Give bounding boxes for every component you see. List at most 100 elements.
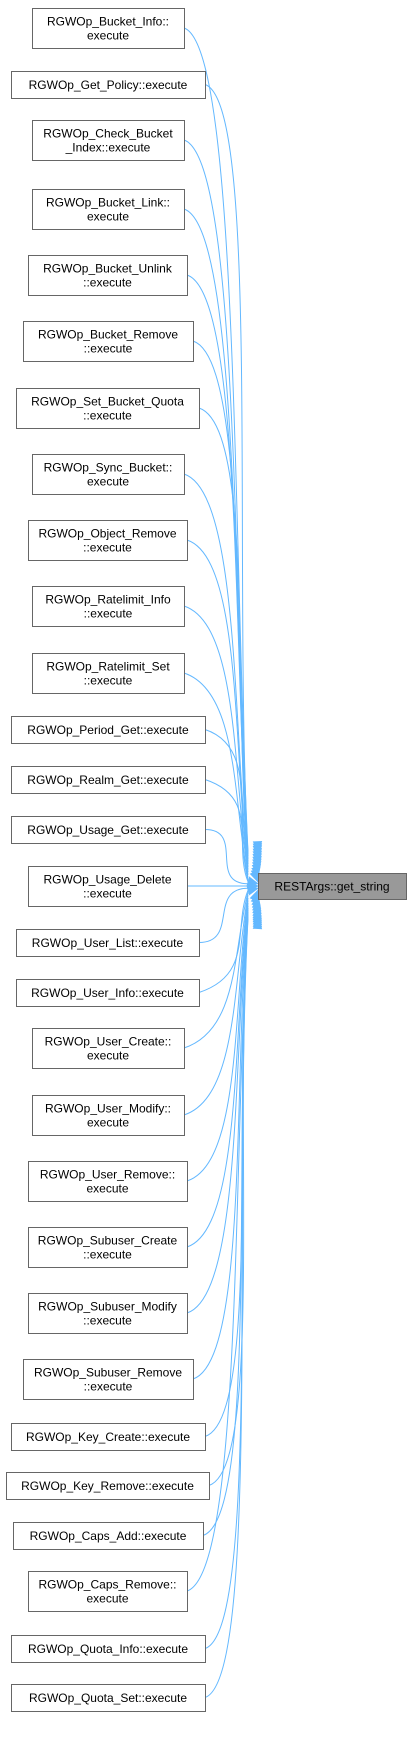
edge-set-bucket-quota	[198, 407, 262, 869]
node-subuser-create[interactable]: RGWOp_Subuser_Create::execute	[28, 1227, 188, 1268]
node-sync-bucket[interactable]: RGWOp_Sync_Bucket::execute	[32, 454, 185, 495]
node-object-remove-box	[28, 520, 188, 561]
node-usage-delete-label-line-2: ::execute	[83, 887, 132, 901]
edge-usage-get-line	[204, 829, 249, 885]
node-check-bucket-index[interactable]: RGWOp_Check_Bucket_Index::execute	[32, 120, 185, 161]
node-user-modify-box	[32, 1095, 185, 1136]
node-user-create-label-line-2: execute	[87, 1049, 129, 1063]
node-usage-get-label-line-1: RGWOp_Usage_Get::execute	[27, 823, 189, 837]
node-ratelimit-set[interactable]: RGWOp_Ratelimit_Set::execute	[32, 653, 185, 694]
node-ratelimit-set-box	[32, 653, 185, 694]
edge-caps-remove-line	[186, 914, 249, 1592]
node-usage-delete-box	[28, 866, 188, 907]
edge-realm-get-line	[204, 779, 249, 882]
node-quota-info-box	[11, 1635, 206, 1663]
node-user-info[interactable]: RGWOp_User_Info::execute	[16, 979, 200, 1007]
node-bucket-info-box	[32, 8, 185, 49]
node-bucket-remove-label-line-1: RGWOp_Bucket_Remove	[38, 328, 178, 342]
edge-period-get-line	[204, 729, 249, 880]
edge-subuser-remove	[192, 904, 262, 1380]
node-bucket-link-box	[32, 189, 185, 230]
node-caps-remove-box	[28, 1571, 188, 1612]
node-key-remove-label-line-1: RGWOp_Key_Remove::execute	[21, 1479, 194, 1493]
edge-period-get	[204, 729, 260, 882]
node-set-bucket-quota-label-line-1: RGWOp_Set_Bucket_Quota	[31, 395, 184, 409]
node-bucket-remove[interactable]: RGWOp_Bucket_Remove::execute	[23, 321, 194, 362]
node-user-remove-box	[28, 1161, 188, 1202]
edge-key-create	[204, 906, 262, 1437]
node-period-get[interactable]: RGWOp_Period_Get::execute	[11, 716, 206, 744]
node-ratelimit-info-label-line-2: ::execute	[84, 607, 133, 621]
node-key-remove[interactable]: RGWOp_Key_Remove::execute	[6, 1472, 210, 1500]
edge-realm-get	[204, 779, 259, 883]
node-subuser-modify-label-line-2: ::execute	[83, 1314, 132, 1328]
node-get-policy[interactable]: RGWOp_Get_Policy::execute	[11, 71, 206, 99]
edge-user-modify-line	[183, 895, 249, 1116]
node-set-bucket-quota-label-line-2: ::execute	[83, 409, 132, 423]
node-realm-get-box	[11, 766, 206, 794]
node-bucket-unlink-label-line-1: RGWOp_Bucket_Unlink	[43, 262, 173, 276]
node-usage-get[interactable]: RGWOp_Usage_Get::execute	[11, 816, 206, 844]
node-subuser-remove[interactable]: RGWOp_Subuser_Remove::execute	[23, 1359, 194, 1400]
node-sync-bucket-box	[32, 454, 185, 495]
node-get-policy-label-line-1: RGWOp_Get_Policy::execute	[29, 78, 188, 92]
node-key-remove-box	[6, 1472, 210, 1500]
node-target-rest-args-get-string-box	[258, 873, 407, 900]
node-quota-set[interactable]: RGWOp_Quota_Set::execute	[11, 1684, 206, 1712]
node-user-list[interactable]: RGWOp_User_List::execute	[16, 929, 200, 957]
node-bucket-link-label-line-2: execute	[87, 210, 129, 224]
node-quota-info[interactable]: RGWOp_Quota_Info::execute	[11, 1635, 206, 1663]
node-check-bucket-index-box	[32, 120, 185, 161]
node-user-remove[interactable]: RGWOp_User_Remove::execute	[28, 1161, 188, 1202]
node-user-create-label-line-1: RGWOp_User_Create::	[45, 1035, 172, 1049]
edge-object-remove-line	[186, 539, 249, 873]
node-bucket-info[interactable]: RGWOp_Bucket_Info::execute	[32, 8, 185, 49]
node-quota-set-label-line-1: RGWOp_Quota_Set::execute	[29, 1691, 187, 1705]
node-user-create[interactable]: RGWOp_User_Create::execute	[32, 1028, 185, 1069]
node-bucket-info-label-line-1: RGWOp_Bucket_Info::	[47, 15, 169, 29]
nodes-layer: RGWOp_Bucket_Info::executeRGWOp_Get_Poli…	[6, 8, 407, 1712]
node-subuser-modify[interactable]: RGWOp_Subuser_Modify::execute	[28, 1293, 188, 1334]
node-ratelimit-info[interactable]: RGWOp_Ratelimit_Info::execute	[32, 586, 185, 627]
node-bucket-link[interactable]: RGWOp_Bucket_Link::execute	[32, 189, 185, 230]
node-caps-add[interactable]: RGWOp_Caps_Add::execute	[13, 1522, 204, 1550]
edge-user-info-line	[198, 890, 249, 993]
node-usage-delete[interactable]: RGWOp_Usage_Delete::execute	[28, 866, 188, 907]
node-realm-get[interactable]: RGWOp_Realm_Get::execute	[11, 766, 206, 794]
node-check-bucket-index-label-line-1: RGWOp_Check_Bucket	[43, 127, 173, 141]
node-bucket-link-label-line-1: RGWOp_Bucket_Link::	[46, 196, 170, 210]
node-key-create-label-line-1: RGWOp_Key_Create::execute	[26, 1430, 190, 1444]
edge-sync-bucket-line	[183, 473, 249, 870]
node-key-create[interactable]: RGWOp_Key_Create::execute	[11, 1423, 206, 1451]
node-bucket-unlink[interactable]: RGWOp_Bucket_Unlink::execute	[28, 255, 188, 296]
edge-subuser-create-line	[186, 900, 249, 1248]
node-caps-remove[interactable]: RGWOp_Caps_Remove::execute	[28, 1571, 188, 1612]
node-bucket-unlink-label-line-2: ::execute	[83, 276, 132, 290]
edge-bucket-link-line	[183, 208, 249, 859]
node-user-list-box	[16, 929, 200, 957]
node-user-info-box	[16, 979, 200, 1007]
node-user-create-box	[32, 1028, 185, 1069]
node-target-rest-args-get-string[interactable]: RESTArgs::get_string	[258, 873, 407, 900]
edge-set-bucket-quota-line	[198, 407, 249, 867]
node-caps-remove-label-line-1: RGWOp_Caps_Remove::	[38, 1578, 176, 1592]
node-get-policy-box	[11, 71, 206, 99]
edge-subuser-modify	[186, 901, 262, 1314]
node-ratelimit-set-label-line-1: RGWOp_Ratelimit_Set	[46, 660, 170, 674]
node-set-bucket-quota[interactable]: RGWOp_Set_Bucket_Quota::execute	[16, 388, 200, 429]
node-quota-set-box	[11, 1684, 206, 1712]
edge-bucket-info-line	[183, 27, 249, 852]
edge-user-list	[198, 886, 260, 943]
edge-realm-get-arrowhead	[249, 870, 259, 883]
edge-get-policy	[204, 84, 263, 856]
node-user-list-label-line-1: RGWOp_User_List::execute	[32, 936, 184, 950]
node-subuser-modify-label-line-1: RGWOp_Subuser_Modify	[38, 1300, 177, 1314]
node-user-modify[interactable]: RGWOp_User_Modify::execute	[32, 1095, 185, 1136]
edge-user-create-line	[183, 892, 249, 1049]
node-set-bucket-quota-box	[16, 388, 200, 429]
node-user-modify-label-line-2: execute	[87, 1116, 129, 1130]
node-subuser-remove-label-line-1: RGWOp_Subuser_Remove	[34, 1366, 182, 1380]
node-object-remove[interactable]: RGWOp_Object_Remove::execute	[28, 520, 188, 561]
node-quota-info-label-line-1: RGWOp_Quota_Info::execute	[28, 1642, 188, 1656]
